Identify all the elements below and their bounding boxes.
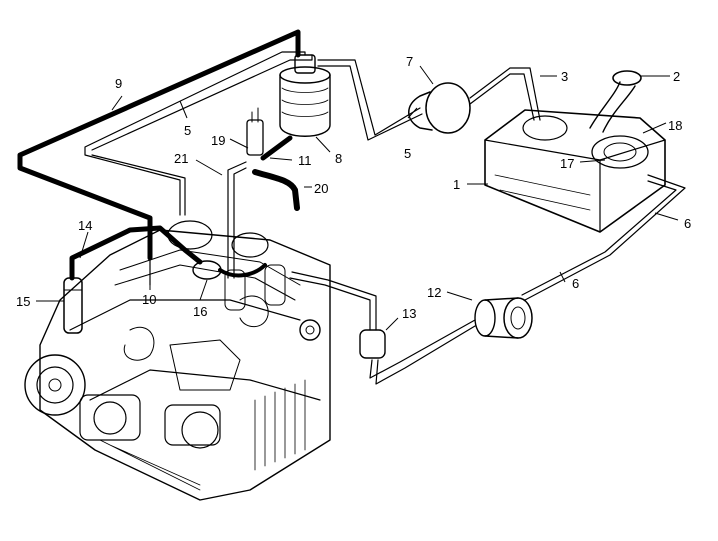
component-19 [246, 107, 264, 156]
callout-17: 17 [560, 156, 574, 171]
callout-8: 8 [335, 151, 342, 166]
callout-15: 15 [16, 294, 30, 309]
component-13 [359, 329, 386, 359]
callout-12: 12 [427, 285, 441, 300]
callout-6-upper: 6 [684, 216, 691, 231]
component-12 [474, 297, 533, 339]
fuel-lines [17, 29, 686, 385]
callout-18: 18 [668, 118, 682, 133]
fuel-filter [279, 54, 331, 137]
callout-9: 9 [115, 76, 122, 91]
fuel-tank [484, 70, 666, 233]
callout-3: 3 [561, 69, 568, 84]
leader-lines [36, 65, 679, 331]
callout-16: 16 [193, 304, 207, 319]
callout-5-top: 5 [184, 123, 191, 138]
callout-5-mid: 5 [404, 146, 411, 161]
component-7 [408, 82, 471, 134]
callout-11: 11 [298, 153, 312, 168]
callout-19: 19 [211, 133, 225, 148]
callout-1: 1 [453, 177, 460, 192]
callout-10: 10 [142, 292, 156, 307]
callout-13: 13 [402, 306, 416, 321]
callout-labels: 1 2 3 5 5 6 6 7 8 9 10 11 12 13 14 15 16… [16, 54, 691, 321]
callout-7: 7 [406, 54, 413, 69]
callout-21: 21 [174, 151, 188, 166]
callout-14: 14 [78, 218, 92, 233]
callout-20: 20 [314, 181, 328, 196]
callout-2: 2 [673, 69, 680, 84]
callout-6-lower: 6 [572, 276, 579, 291]
